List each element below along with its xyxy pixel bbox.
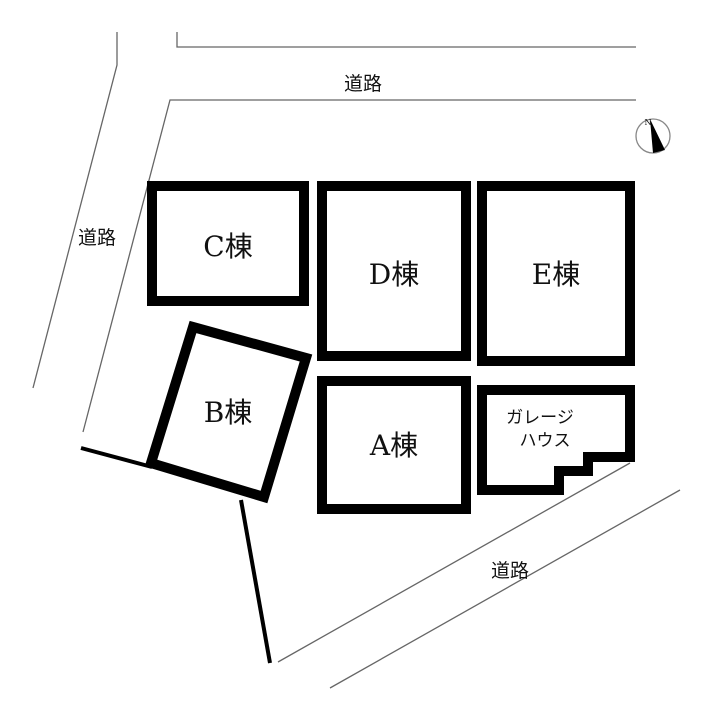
garage-label-line2: ハウス [520, 431, 571, 451]
building-b [144, 320, 313, 504]
building-c [147, 181, 309, 306]
south-road-outer-line [329, 489, 681, 689]
north-road-label: 道路 [344, 73, 382, 95]
boundary-west [80, 446, 153, 469]
building-b-label: B棟 [204, 396, 253, 429]
road-lines [32, 32, 681, 689]
building-a-label: A棟 [369, 429, 418, 462]
north-road-outer-line [176, 32, 636, 48]
north-compass-icon: N [635, 118, 671, 154]
building-d [317, 181, 471, 361]
south-road-inner-line [277, 462, 631, 663]
compass-north-label: N [645, 118, 652, 127]
west-road-label: 道路 [78, 227, 116, 249]
north-road-inner-line [82, 99, 636, 433]
garage-label-line1: ガレージ [506, 408, 574, 428]
building-d-label: D棟 [369, 258, 419, 291]
garage-house [477, 385, 635, 495]
west-road-outer-line [32, 32, 118, 389]
building-a [317, 376, 471, 514]
site-boundary [80, 446, 272, 664]
south-road-label: 道路 [491, 560, 529, 582]
building-e [477, 181, 635, 366]
building-c-label: C棟 [203, 230, 252, 263]
building-e-label: E棟 [532, 258, 580, 291]
boundary-south [239, 499, 272, 664]
